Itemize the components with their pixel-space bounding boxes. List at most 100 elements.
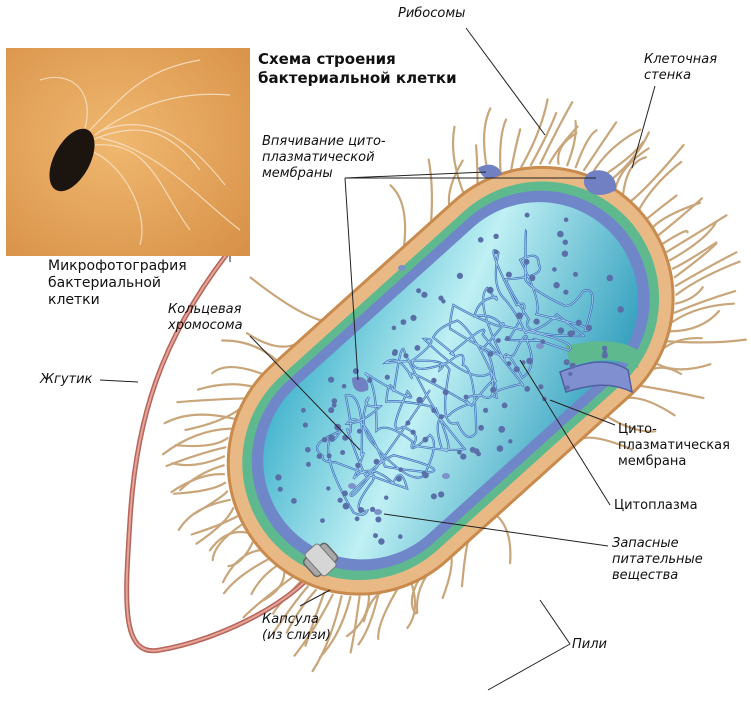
ribosome — [457, 450, 462, 455]
pilus — [567, 121, 576, 165]
ribosome — [317, 453, 323, 459]
ribosome — [506, 272, 512, 278]
ribosome — [505, 336, 510, 341]
pilus — [496, 515, 511, 563]
ribosome — [607, 275, 614, 282]
ribosome — [405, 421, 410, 426]
ribosome — [431, 408, 436, 413]
ribosome — [355, 463, 360, 468]
ribosome — [490, 387, 496, 393]
label-cytoplasm: Цитоплазма — [614, 498, 698, 514]
pilus — [500, 120, 506, 175]
ribosome — [328, 435, 335, 442]
ribosome — [603, 351, 608, 356]
ribosome — [431, 493, 437, 499]
ribosome — [565, 385, 569, 389]
ribosome — [342, 490, 348, 496]
ribosome — [423, 437, 429, 443]
ribosome — [516, 312, 523, 319]
ribosome — [524, 386, 530, 392]
ribosome — [478, 425, 484, 431]
ribosome — [496, 338, 501, 343]
ribosome — [305, 447, 311, 453]
ribosome — [384, 496, 388, 500]
ribosome — [320, 518, 325, 523]
ribosome — [340, 450, 345, 455]
ribosome — [498, 426, 505, 433]
ribosome — [525, 213, 530, 218]
label-capsule: Капсула (из слизи) — [262, 612, 331, 644]
ribosome — [398, 467, 403, 472]
ribosome — [374, 459, 380, 465]
ribosome — [602, 346, 607, 351]
ribosome — [415, 345, 421, 351]
ribosome — [538, 384, 543, 389]
ribosome — [404, 353, 409, 358]
ribosome — [552, 267, 557, 272]
ribosome — [507, 361, 512, 366]
ribosome — [562, 251, 568, 257]
ribosome — [443, 389, 449, 395]
pilus — [647, 196, 677, 220]
pilus — [198, 384, 255, 389]
ribosome — [529, 275, 535, 281]
ribosome — [326, 486, 330, 490]
ribosome — [303, 422, 308, 427]
ribosome — [568, 372, 572, 376]
label-membrane-invagination: Впячивание цито- плазматической мембраны — [262, 134, 386, 182]
ribosome — [423, 472, 429, 478]
pilus — [639, 162, 681, 210]
ribosome — [342, 384, 347, 389]
diagram-title: Схема строения бактериальной клетки — [258, 50, 457, 88]
micrograph-caption: Микрофотография бактериальной клетки — [48, 258, 187, 309]
ribosome — [342, 435, 348, 441]
ribosome — [322, 437, 328, 443]
ribosome — [416, 397, 423, 404]
pilus — [224, 559, 269, 594]
pilus — [670, 222, 716, 261]
ribosome — [524, 259, 530, 265]
pilus — [429, 160, 432, 222]
ribosome — [378, 538, 384, 544]
ribosome — [327, 453, 332, 458]
ribosome — [306, 462, 311, 467]
ribosome — [563, 240, 568, 245]
label-ribosomes: Рибосомы — [398, 6, 465, 22]
ribosome — [553, 282, 559, 288]
pilus — [251, 278, 321, 321]
pilus — [676, 287, 703, 303]
ribosome — [357, 429, 362, 434]
pilus — [177, 398, 246, 402]
label-cell-wall: Клеточная стенка — [644, 52, 717, 84]
micrograph-frame — [6, 48, 250, 256]
label-flagellum: Жгутик — [40, 372, 92, 388]
ribosome — [275, 474, 281, 480]
ribosome — [508, 439, 512, 443]
ribosome — [617, 306, 624, 313]
ribosome — [416, 288, 421, 293]
ribosome — [526, 358, 533, 365]
ribosome — [476, 452, 481, 457]
pilus — [167, 447, 226, 466]
ribosome — [396, 476, 402, 482]
pilus — [675, 244, 716, 278]
ribosome — [487, 287, 494, 294]
ribosome — [464, 395, 469, 400]
ribosome — [457, 273, 463, 279]
ribosome — [291, 498, 297, 504]
ribosome — [494, 250, 499, 255]
ribosome — [392, 326, 397, 331]
ribosome — [328, 377, 334, 383]
pilus — [476, 145, 477, 186]
pilus — [511, 129, 520, 170]
pilus — [622, 398, 674, 416]
ribosome — [502, 403, 508, 409]
pilus — [391, 185, 406, 245]
ribosome — [493, 234, 498, 239]
pilus — [192, 516, 237, 534]
pilus — [576, 130, 597, 167]
pilus — [212, 367, 265, 375]
label-pili: Пили — [572, 637, 607, 653]
ribosome — [478, 237, 484, 243]
